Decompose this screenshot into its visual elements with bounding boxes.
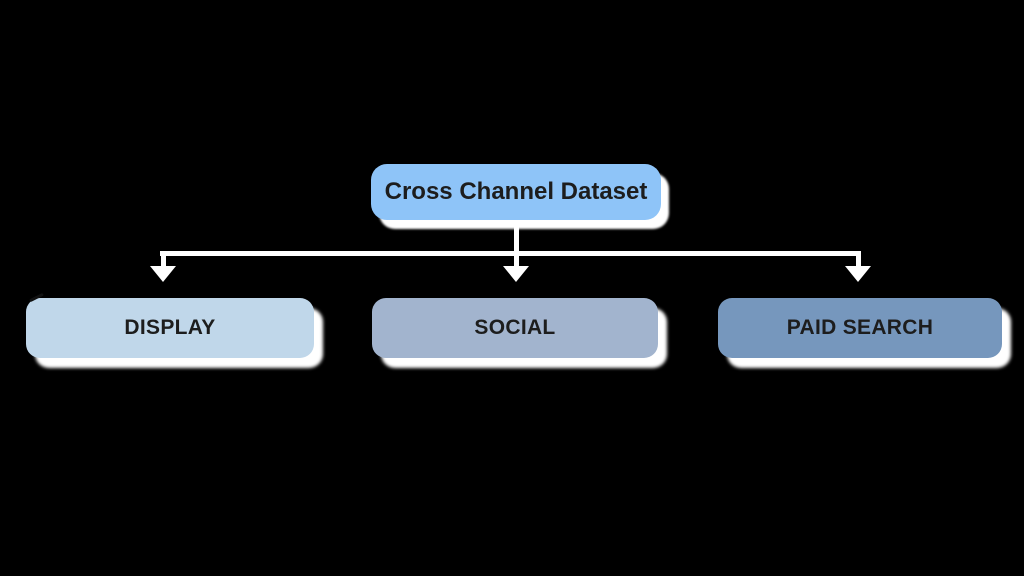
arrowhead-display-icon [150, 266, 176, 282]
node-display: DISPLAY [26, 298, 314, 358]
connector-drop-paid-search [856, 251, 861, 268]
connector-root-stub [514, 220, 519, 254]
node-social: SOCIAL [372, 298, 658, 358]
arrowhead-paid-search-icon [845, 266, 871, 282]
node-social-label: SOCIAL [474, 316, 556, 339]
node-display-label: DISPLAY [124, 316, 216, 339]
node-paid-search: PAID SEARCH [718, 298, 1002, 358]
node-root-label: Cross Channel Dataset [384, 178, 648, 205]
arrowhead-social-icon [503, 266, 529, 282]
connector-horizontal-line [160, 251, 861, 256]
connector-drop-social [514, 251, 519, 268]
connector-drop-display [161, 251, 166, 268]
node-paid-search-label: PAID SEARCH [786, 316, 934, 339]
node-cross-channel-dataset: Cross Channel Dataset [371, 164, 661, 220]
